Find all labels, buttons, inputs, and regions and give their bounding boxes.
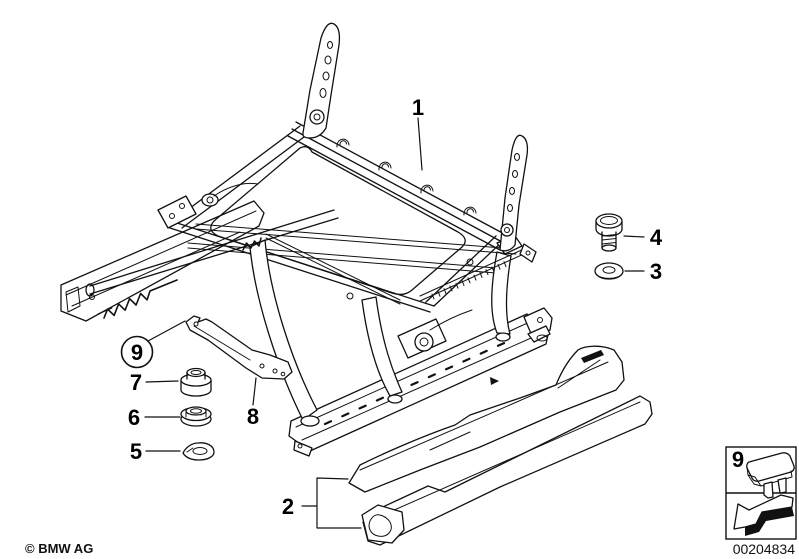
part-1-seat-frame-assembly (60, 22, 553, 457)
seat-pan-frame (157, 121, 523, 313)
diagram-number: 00204834 (733, 541, 796, 557)
riser-legs (249, 239, 512, 427)
callout-6[interactable]: 6 (128, 405, 140, 430)
callout-7[interactable]: 7 (130, 370, 142, 395)
callout-3[interactable]: 3 (650, 259, 662, 284)
part-8-bracket (185, 315, 293, 380)
callout-8[interactable]: 8 (247, 404, 259, 429)
callout-leaders (144, 117, 645, 529)
callout-5[interactable]: 5 (130, 439, 142, 464)
legend-box: 9 (725, 446, 797, 540)
callout-9[interactable]: 9 (131, 340, 143, 365)
legend-item-number: 9 (732, 447, 744, 472)
left-rail (60, 200, 265, 322)
part-5-clip (182, 442, 215, 461)
part-3-washer (594, 262, 624, 280)
part-4-bolt (595, 213, 623, 252)
part-2-trim-panels (348, 345, 653, 546)
copyright-text: © BMW AG (25, 541, 93, 556)
seat-cap-part-icon (746, 452, 795, 499)
backrest-arm-right (499, 134, 529, 252)
drive-gearbox (397, 309, 473, 359)
callout-2[interactable]: 2 (282, 494, 294, 519)
front-tube (85, 209, 339, 297)
backrest-arm-left (302, 22, 341, 139)
part-6-grommet (180, 406, 212, 427)
adjustment-spindle (242, 237, 537, 302)
rail-spring (103, 279, 178, 319)
part-7-cap (180, 367, 212, 397)
callout-9-circle (120, 335, 154, 369)
callout-4[interactable]: 4 (650, 225, 663, 250)
legend-item-9-cell[interactable]: 9 (732, 447, 795, 499)
callout-1[interactable]: 1 (412, 95, 424, 120)
direction-arrow-icon (733, 494, 794, 536)
callout-9-circled[interactable]: 9 (120, 335, 154, 369)
